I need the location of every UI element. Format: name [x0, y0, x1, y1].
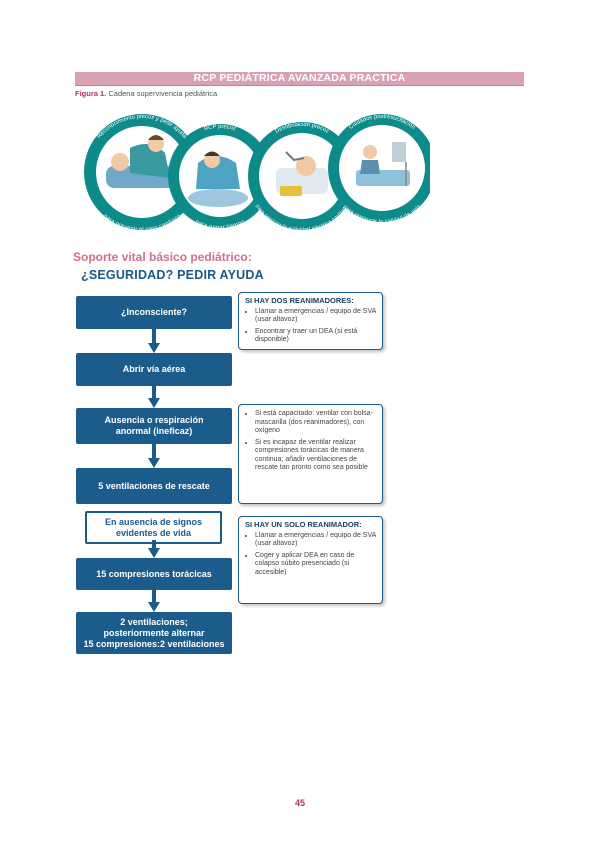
page-number: 45	[294, 798, 305, 808]
note-two-rescuers: SI HAY DOS REANIMADORES: Llamar a emerge…	[238, 292, 383, 350]
link2-top-label: RCP precoz	[204, 124, 237, 132]
step-open-airway: Abrir vía aérea	[76, 353, 232, 386]
defibrillation-illustration	[276, 151, 328, 196]
chain-link-post-resuscitation: Cuidados postresucitación para restaurar…	[328, 114, 430, 225]
step-7-line-3: 15 compresiones:2 ventilaciones	[83, 638, 225, 649]
svg-text:para ganar tiempo: para ganar tiempo	[194, 219, 246, 231]
step-7-line-2: posteriormente alternar	[103, 627, 205, 638]
down-arrow-icon	[148, 444, 160, 468]
step-2-text: Abrir vía aérea	[122, 364, 186, 374]
note-one-rescuer: SI HAY UN SOLO REANIMADOR: Llamar a emer…	[238, 516, 383, 604]
note-ventilation-item: Si es incapaz de ventilar realizar compr…	[255, 439, 376, 473]
note-two-rescuers-item: Llamar a emergencias / equipo de SVA (us…	[255, 308, 376, 325]
down-arrow-icon	[148, 590, 160, 612]
svg-text:RCP precoz: RCP precoz	[204, 124, 237, 132]
step-6-text: 15 compresiones torácicas	[96, 568, 212, 579]
chain-of-survival-figure: Reconocimiento precoz y pedir ayuda para…	[84, 114, 430, 233]
cpr-illustration	[188, 151, 248, 207]
step-5-line-1: En ausencia de signos	[104, 516, 203, 527]
step-5-line-2: evidentes de vida	[115, 527, 192, 538]
header-divider	[75, 85, 524, 86]
step-unconscious: ¿Inconsciente?	[76, 296, 232, 329]
nurse-helping-child-illustration	[106, 135, 178, 188]
note-two-rescuers-item: Encontrar y traer un DEA (si está dispon…	[255, 328, 376, 345]
step-3-line-1: Ausencia o respiración	[104, 415, 204, 425]
note-ventilation: Si está capacitado: ventilar con bolsa-m…	[238, 404, 383, 504]
note-ventilation-item: Si está capacitado: ventilar con bolsa-m…	[255, 410, 376, 436]
step-7-line-1: 2 ventilaciones;	[120, 616, 188, 627]
step-rescue-breaths: 5 ventilaciones de rescate	[76, 468, 232, 504]
step-chest-compressions: 15 compresiones torácicas	[76, 558, 232, 590]
note-one-rescuer-title: SI HAY UN SOLO REANIMADOR:	[245, 520, 362, 529]
step-3-line-2: anormal (ineficaz)	[115, 426, 193, 436]
down-arrow-icon	[148, 540, 160, 558]
figure-caption-text: Cadena supervivencia pediátrica	[108, 89, 218, 98]
step-alternate-cycle: 2 ventilaciones; posteriormente alternar…	[76, 612, 232, 654]
post-resuscitation-care-illustration	[356, 142, 410, 186]
figure-caption: Figura 1. Cadena supervivencia pediátric…	[75, 89, 217, 98]
page-header-title: RCP PEDIÁTRICA AVANZADA PRACTICA	[75, 72, 524, 85]
step-1-text: ¿Inconsciente?	[120, 307, 187, 317]
note-one-rescuer-item: Coger y aplicar DEA en caso de colapso s…	[255, 552, 376, 578]
down-arrow-icon	[148, 386, 160, 408]
note-one-rescuer-item: Llamar a emergencias / equipo de SVA (us…	[255, 532, 376, 549]
figure-label: Figura 1.	[75, 89, 107, 98]
step-abnormal-breathing: Ausencia o respiración anormal (ineficaz…	[76, 408, 232, 444]
safety-title: ¿SEGURIDAD? PEDIR AYUDA	[81, 268, 264, 282]
section-title: Soporte vital básico pediátrico:	[73, 250, 252, 264]
chain-link-cpr: RCP precoz para ganar tiempo	[168, 124, 272, 231]
note-two-rescuers-title: SI HAY DOS REANIMADORES:	[245, 296, 354, 305]
step-4-text: 5 ventilaciones de rescate	[98, 480, 210, 491]
link2-bottom-label: para ganar tiempo	[194, 219, 246, 231]
down-arrow-icon	[148, 329, 160, 353]
